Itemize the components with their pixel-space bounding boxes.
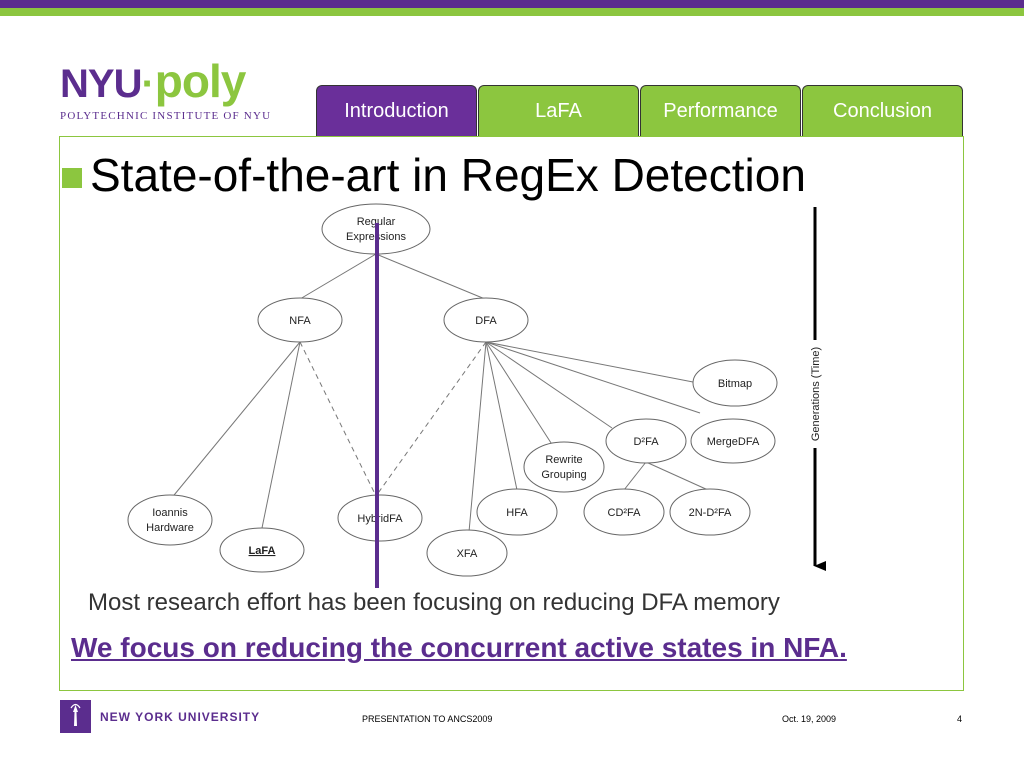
edge-dfa-mergedfa <box>485 341 701 414</box>
node-rewrite-grouping <box>523 441 605 493</box>
label-hybridfa: HybridFA <box>357 513 403 525</box>
label-dfa: DFA <box>475 315 497 327</box>
emphasis-text: We focus on reducing the concurrent acti… <box>71 632 847 663</box>
logo-poly-text: poly <box>154 55 247 107</box>
torch-icon <box>70 703 81 726</box>
node-hfa <box>476 488 558 536</box>
time-axis-label: Generations (Time) <box>810 347 822 441</box>
label-d2fa: D²FA <box>633 436 659 448</box>
top-bar-green <box>0 8 1024 16</box>
tab-conclusion[interactable]: Conclusion <box>802 85 963 137</box>
footer-presentation: PRESENTATION TO ANCS2009 <box>362 714 493 724</box>
node-dfa <box>443 297 529 343</box>
label-lafa: LaFA <box>249 545 276 557</box>
edge-regex-dfa <box>375 253 486 300</box>
logo-subtitle: POLYTECHNIC INSTITUTE OF NYU <box>60 110 272 122</box>
label-ioannis-line1: Ioannis <box>152 507 188 519</box>
node-cd2fa <box>583 488 665 536</box>
edge-dfa-xfa <box>468 341 487 533</box>
edge-dfa-hybridfa <box>375 341 487 497</box>
caption-text: Most research effort has been focusing o… <box>88 589 780 616</box>
bullet-square-icon <box>62 168 82 188</box>
slide-heading: State-of-the-art in RegEx Detection <box>62 148 806 202</box>
node-lafa <box>219 527 305 573</box>
label-mergedfa: MergeDFA <box>707 436 760 448</box>
label-cd2fa: CD²FA <box>608 507 642 519</box>
footer-university: NEW YORK UNIVERSITY <box>100 710 261 724</box>
footer-page-number: 4 <box>957 714 963 724</box>
edge-d2fa-cd2fa <box>623 461 647 491</box>
tab-performance[interactable]: Performance <box>640 85 801 137</box>
edge-dfa-rewrite <box>485 341 554 447</box>
node-xfa <box>426 529 508 577</box>
edge-nfa-hybridfa <box>299 341 377 497</box>
edge-dfa-d2fa <box>485 341 613 429</box>
edge-d2fa-2nd2fa <box>645 461 709 491</box>
content-frame <box>59 136 964 691</box>
edge-nfa-lafa <box>261 341 301 529</box>
edge-dfa-bitmap <box>485 341 694 383</box>
logo-dot: · <box>141 62 155 106</box>
diagram-edges <box>169 253 709 533</box>
label-nfa: NFA <box>289 315 311 327</box>
section-tabs: Introduction LaFA Performance Conclusion <box>316 85 964 137</box>
node-mergedfa <box>690 418 776 464</box>
edge-dfa-hfa <box>485 341 518 491</box>
top-bar-purple <box>0 0 1024 8</box>
node-2n-d2fa <box>669 488 751 536</box>
label-xfa: XFA <box>457 548 478 560</box>
edge-regex-nfa <box>299 253 377 300</box>
heading-text: State-of-the-art in RegEx Detection <box>90 149 806 201</box>
logo-nyu-text: NYU <box>60 62 142 106</box>
node-ioannis-hardware <box>127 494 213 546</box>
tab-lafa[interactable]: LaFA <box>478 85 639 137</box>
label-hfa: HFA <box>506 507 528 519</box>
label-ioannis-line2: Hardware <box>146 522 194 534</box>
tab-introduction[interactable]: Introduction <box>316 85 477 137</box>
label-rewrite-line2: Grouping <box>541 469 586 481</box>
footer-date: Oct. 19, 2009 <box>782 714 837 724</box>
node-nfa <box>257 297 343 343</box>
label-rewrite-line1: Rewrite <box>545 454 582 466</box>
edge-nfa-ioannis <box>169 341 301 501</box>
nyu-torch-logo <box>60 700 91 733</box>
nyu-poly-logo: NYU·poly POLYTECHNIC INSTITUTE OF NYU <box>60 58 271 122</box>
node-bitmap <box>692 359 778 407</box>
label-2n-d2fa: 2N-D²FA <box>689 507 732 519</box>
node-hybridfa <box>337 494 423 542</box>
time-arrow-label-bg <box>806 340 824 448</box>
label-regex-line1: Regular <box>357 216 396 228</box>
node-d2fa <box>605 418 687 464</box>
label-bitmap: Bitmap <box>718 378 752 390</box>
